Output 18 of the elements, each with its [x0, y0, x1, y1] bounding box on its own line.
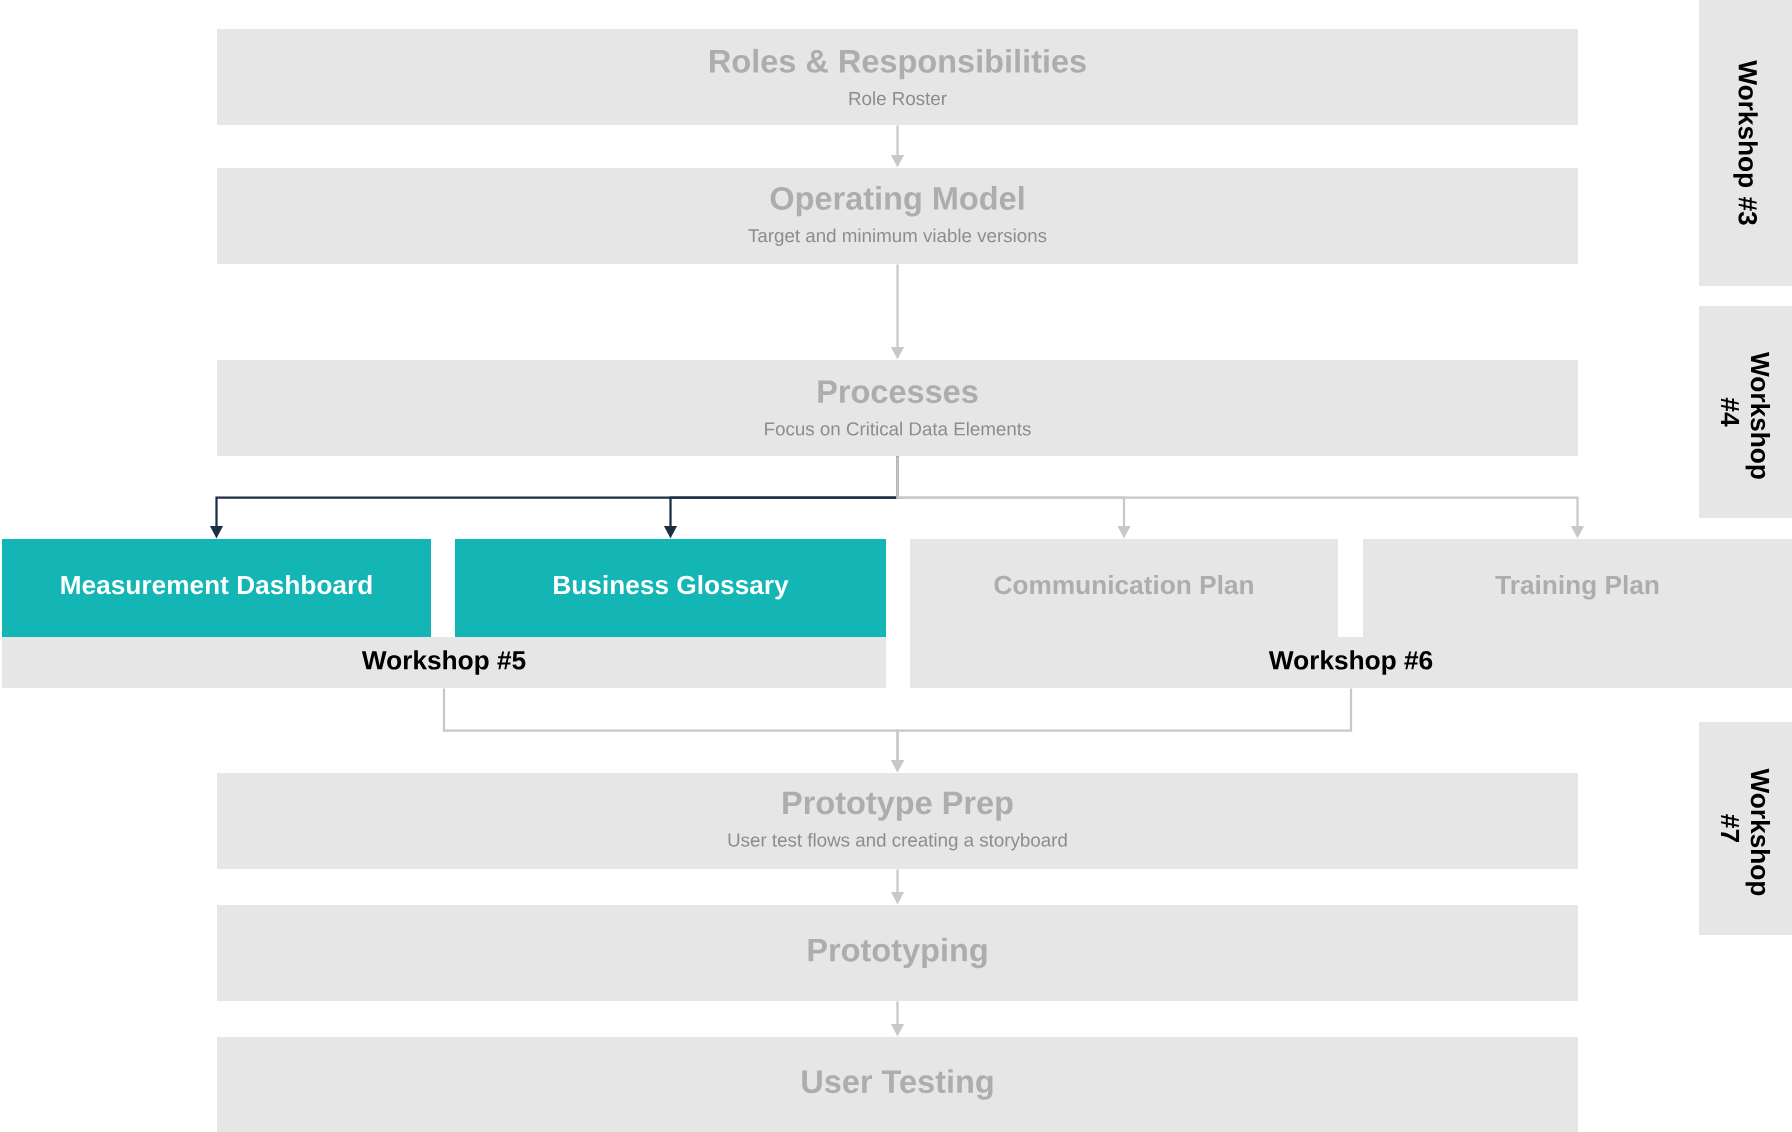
- process-box: Prototyping: [217, 905, 1578, 1001]
- workshop-tab: Workshop #4: [1699, 306, 1792, 518]
- workshop-band: Workshop #6: [910, 637, 1792, 688]
- highlighted-box: Business Glossary: [455, 539, 886, 637]
- node-label: Training Plan: [1495, 574, 1659, 600]
- process-box: Prototype Prep User test flows and creating a storyboard: [217, 773, 1578, 869]
- process-box: Processes Focus on Critical Data Elements: [217, 360, 1578, 456]
- workshop-tab: Workshop #3: [1699, 0, 1792, 286]
- plan-box: Training Plan: [1363, 539, 1792, 637]
- workshop-tab: Workshop #7: [1699, 722, 1792, 935]
- process-box: User Testing: [217, 1037, 1578, 1132]
- plan-box: Communication Plan: [910, 539, 1338, 637]
- highlighted-box: Measurement Dashboard: [2, 539, 431, 637]
- process-box: Operating Model Target and minimum viable versions: [217, 168, 1578, 264]
- node-label: Workshop #6: [1268, 650, 1433, 675]
- workshop-band: Workshop #5: [2, 637, 886, 688]
- node-label: Communication Plan: [994, 574, 1253, 595]
- process-box: Roles & Responsibilities Role Roster: [217, 29, 1578, 125]
